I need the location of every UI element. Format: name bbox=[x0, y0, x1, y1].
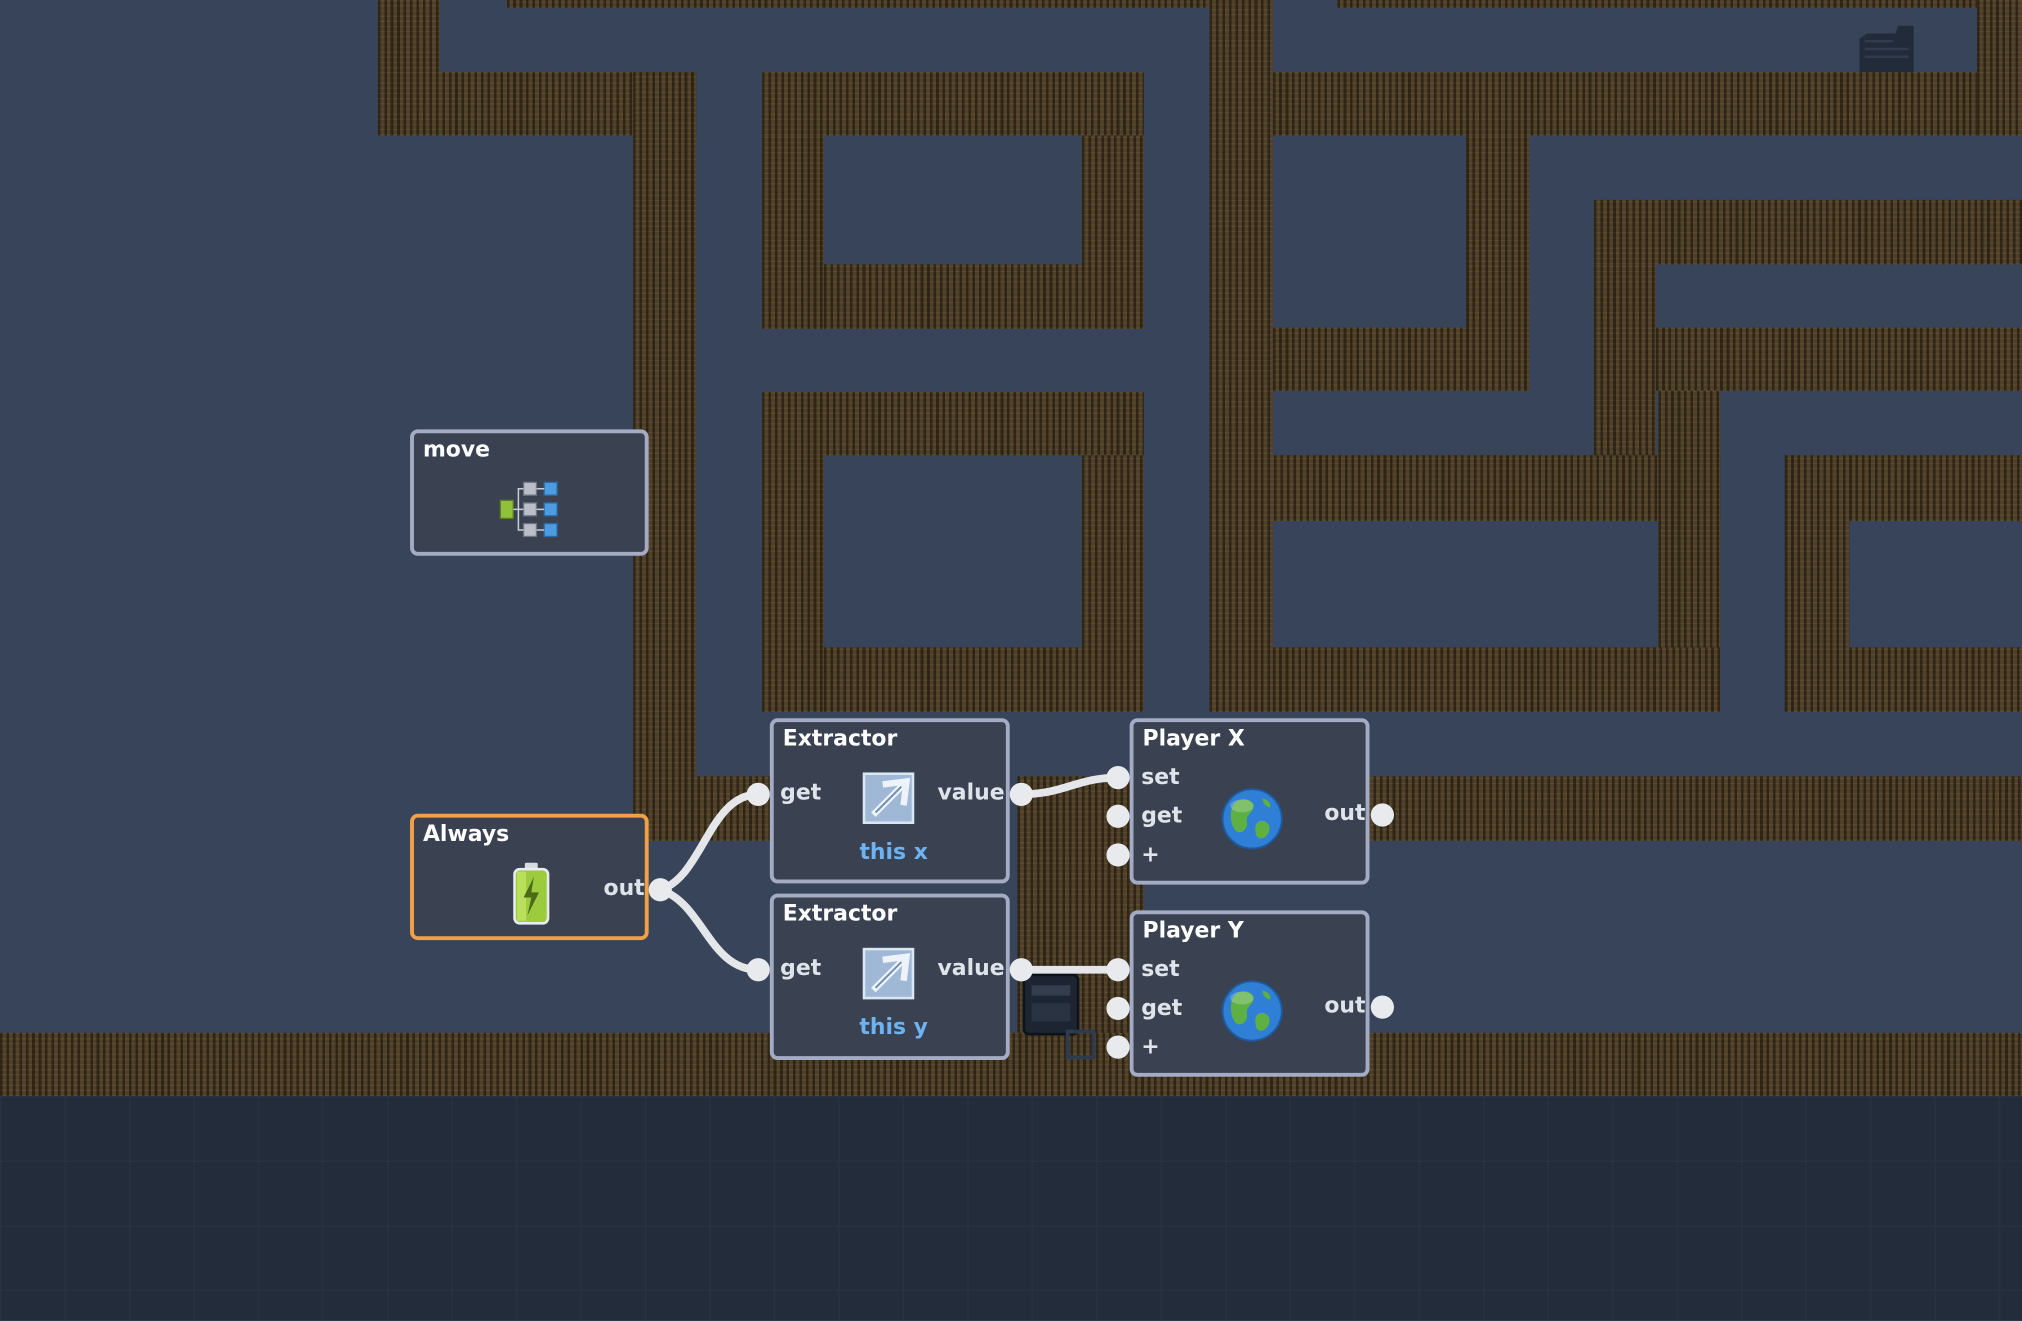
plus-port-label: + bbox=[1141, 842, 1160, 868]
maze-wall bbox=[824, 647, 1082, 712]
maze-wall bbox=[1784, 455, 2022, 521]
ghost-sprite-icon[interactable] bbox=[1857, 23, 1916, 75]
extractor-y-get-port[interactable] bbox=[746, 958, 770, 982]
maze-wall bbox=[1655, 327, 2022, 391]
player-y-variable-node[interactable]: Player Y set get + out bbox=[1129, 910, 1370, 1077]
maze-wall bbox=[1209, 0, 1273, 712]
player-x-variable-node[interactable]: Player X set get + out bbox=[1129, 718, 1370, 885]
extractor-x-get-port[interactable] bbox=[746, 782, 770, 806]
globe-icon bbox=[1221, 788, 1283, 850]
always-out-port[interactable] bbox=[648, 878, 672, 902]
node-title: Player X bbox=[1142, 726, 1245, 752]
maze-wall bbox=[0, 1032, 2022, 1097]
player-x-out-port[interactable] bbox=[1370, 803, 1394, 827]
wire-extractor-x-to-player-x[interactable] bbox=[1021, 773, 1119, 799]
node-title: Extractor bbox=[782, 901, 898, 928]
maze-wall bbox=[824, 264, 1082, 329]
set-port-label: set bbox=[1141, 956, 1180, 983]
maze-wall bbox=[762, 392, 1144, 456]
get-port-label: get bbox=[780, 780, 822, 806]
player-x-get-port[interactable] bbox=[1106, 804, 1130, 828]
player-y-out-port[interactable] bbox=[1370, 995, 1394, 1019]
behavior-tree-icon bbox=[499, 481, 558, 538]
maze-wall bbox=[1784, 520, 1850, 712]
out-port-label: out bbox=[1324, 992, 1366, 1019]
maze-wall bbox=[1593, 264, 1656, 458]
extractor-target-label: this x bbox=[859, 839, 928, 866]
get-port-label: get bbox=[1141, 995, 1183, 1022]
extract-arrow-icon bbox=[862, 947, 915, 1000]
maze-wall bbox=[1081, 455, 1144, 712]
node-title: move bbox=[422, 437, 491, 463]
player-y-get-port[interactable] bbox=[1106, 996, 1130, 1021]
globe-icon bbox=[1221, 980, 1283, 1042]
plus-port-label: + bbox=[1141, 1034, 1160, 1061]
maze-wall bbox=[1272, 327, 1530, 391]
extractor-y-node[interactable]: Extractor get value this y bbox=[769, 893, 1010, 1061]
extract-arrow-icon bbox=[862, 772, 915, 825]
node-title: Player Y bbox=[1142, 918, 1244, 944]
maze-wall bbox=[762, 135, 825, 329]
maze-wall bbox=[1976, 0, 2022, 136]
maze-wall bbox=[1209, 455, 1721, 521]
out-port-label: out bbox=[1324, 800, 1366, 827]
extractor-x-value-port[interactable] bbox=[1009, 782, 1033, 806]
player-y-set-port[interactable] bbox=[1106, 958, 1130, 982]
wire-always-to-extractor-y[interactable] bbox=[658, 886, 759, 974]
extractor-x-node[interactable]: Extractor get value this x bbox=[769, 718, 1010, 884]
node-title: Always bbox=[422, 821, 510, 848]
player-sprite-icon[interactable] bbox=[1019, 970, 1096, 1063]
maze-wall bbox=[1272, 72, 2022, 136]
value-port-label: value bbox=[937, 780, 1005, 806]
always-node[interactable]: Always out bbox=[410, 813, 649, 941]
maze-wall bbox=[1337, 0, 2022, 8]
maze-wall bbox=[1593, 199, 2022, 265]
get-port-label: get bbox=[780, 955, 822, 982]
extractor-target-label: this y bbox=[859, 1014, 928, 1041]
maze-wall bbox=[762, 72, 1144, 136]
player-x-set-port[interactable] bbox=[1106, 765, 1130, 790]
player-x-plus-port[interactable] bbox=[1106, 843, 1130, 867]
wire-always-to-extractor-x[interactable] bbox=[658, 790, 759, 894]
maze-wall bbox=[506, 0, 1210, 8]
maze-wall bbox=[762, 455, 825, 712]
maze-wall bbox=[1849, 647, 2022, 712]
out-port-label: out bbox=[603, 875, 645, 902]
maze-wall bbox=[1366, 776, 2022, 841]
get-port-label: get bbox=[1141, 803, 1183, 830]
battery-icon bbox=[513, 862, 550, 925]
set-port-label: set bbox=[1141, 764, 1180, 791]
extractor-y-value-port[interactable] bbox=[1009, 958, 1033, 982]
out-of-bounds-area bbox=[0, 1096, 2022, 1321]
maze-wall bbox=[1081, 135, 1144, 329]
maze-wall bbox=[1272, 647, 1721, 712]
move-node[interactable]: move bbox=[410, 429, 649, 556]
value-port-label: value bbox=[937, 955, 1005, 982]
node-title: Extractor bbox=[782, 726, 898, 752]
player-y-plus-port[interactable] bbox=[1106, 1035, 1130, 1059]
